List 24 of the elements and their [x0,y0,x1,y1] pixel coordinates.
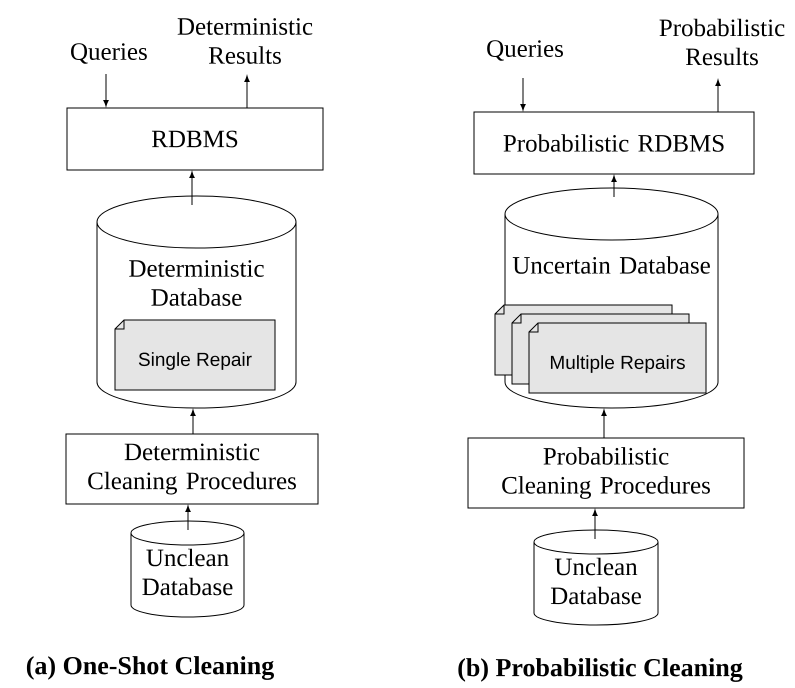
arrow [715,80,721,112]
process-box: Deterministic Cleaning Procedures [66,434,318,504]
arrow [520,78,526,110]
arrow [190,410,196,434]
caption: (a) One-Shot Cleaning [26,656,274,680]
arrow [592,510,598,540]
text-label: Queries [71,43,147,64]
arrow [189,172,195,206]
document-stack: Multiple Repairs [494,304,706,394]
process-box: Probabilistic Cleaning Procedures [468,438,744,508]
caption: (b) Probabilistic Cleaning [458,658,743,682]
arrow [601,410,607,438]
database-cylinder: Unclean Database [130,520,244,618]
process-box: RDBMS [66,108,324,170]
arrow [244,76,250,108]
arrow [103,74,109,106]
document-box: Single Repair [114,320,276,390]
arrow [185,506,191,530]
text-label: Queries [487,40,563,61]
process-box: Probabilistic RDBMS [474,112,754,174]
text-label: Deterministic Results [178,18,312,64]
arrow [611,176,617,198]
database-cylinder: Unclean Database [534,530,658,626]
text-label: Probabilistic Results [660,18,784,66]
